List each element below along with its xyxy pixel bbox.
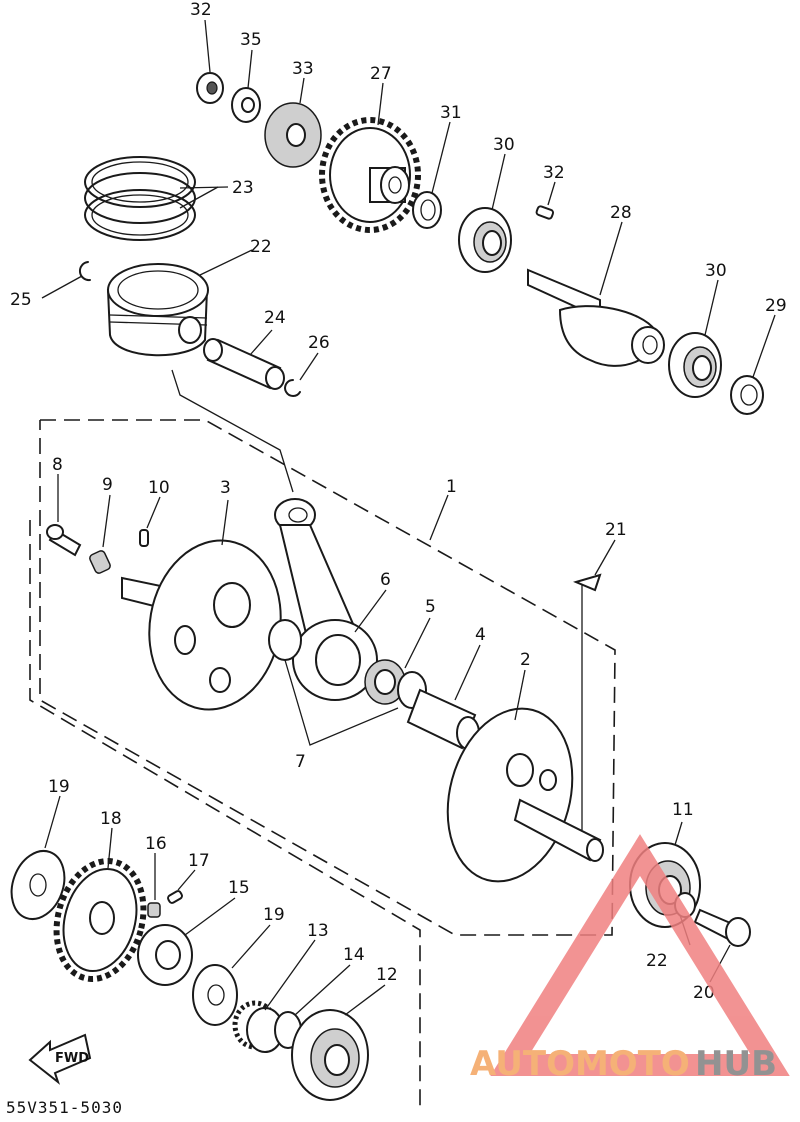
callout-25: 24 bbox=[264, 308, 286, 328]
callout-5: 5 bbox=[425, 597, 436, 617]
callout-26-left: 25 bbox=[10, 290, 32, 310]
piston-part bbox=[106, 263, 209, 357]
crank-web-right-part bbox=[446, 707, 604, 883]
callout-numbers: 32 35 33 27 31 30 32 28 30 29 23 22 25 2… bbox=[10, 0, 787, 1003]
part-code-label: 55V351-5030 bbox=[6, 1098, 123, 1117]
callout-12: 12 bbox=[376, 965, 398, 985]
piston-rings-part bbox=[84, 156, 196, 241]
callout-20: 20 bbox=[693, 983, 715, 1003]
callout-1: 1 bbox=[446, 477, 457, 497]
fwd-direction-arrow: FWD bbox=[28, 1033, 92, 1085]
damper-pin-part bbox=[167, 890, 183, 904]
callout-22: 21 bbox=[605, 520, 627, 540]
lock-washer-part bbox=[231, 87, 261, 123]
callout-9: 9 bbox=[102, 475, 113, 495]
needle-bearing-part bbox=[364, 659, 406, 705]
callout-30-upper: 30 bbox=[493, 135, 515, 155]
crank-pin-part bbox=[406, 688, 480, 750]
woodruff-key-part bbox=[535, 205, 555, 220]
callout-leaders bbox=[41, 19, 776, 1016]
callout-27: 27 bbox=[370, 64, 392, 84]
primary-gear-part bbox=[53, 858, 147, 982]
piston-clip-left bbox=[79, 261, 91, 282]
callout-14: 14 bbox=[343, 945, 365, 965]
connecting-rod-part bbox=[274, 498, 378, 701]
callout-30-lower: 30 bbox=[705, 261, 727, 281]
callout-31: 31 bbox=[440, 103, 462, 123]
callout-29: 29 bbox=[765, 296, 787, 316]
bearing-lower-part bbox=[668, 332, 722, 398]
callout-33: 33 bbox=[292, 59, 314, 79]
callout-4: 4 bbox=[475, 625, 486, 645]
fwd-label: FWD bbox=[55, 1051, 89, 1066]
lock-plate-right-part bbox=[192, 964, 238, 1026]
callout-3: 3 bbox=[220, 478, 231, 498]
callout-7: 7 bbox=[295, 752, 306, 772]
piston-to-rod-line bbox=[171, 369, 294, 493]
callout-35: 35 bbox=[240, 30, 262, 50]
shim-washer-part bbox=[412, 191, 442, 229]
piston-clip-right bbox=[284, 379, 301, 397]
callout-19-left: 19 bbox=[48, 777, 70, 797]
callout-26-right: 26 bbox=[308, 333, 330, 353]
crank-key-part bbox=[573, 573, 602, 592]
callout-13: 13 bbox=[307, 921, 329, 941]
main-bearing-left-part bbox=[291, 1009, 369, 1101]
callout-32: 32 bbox=[543, 163, 565, 183]
watermark-text-right: HUB bbox=[695, 1044, 777, 1084]
drive-hub-part bbox=[137, 924, 193, 986]
piston-pin-part bbox=[203, 338, 285, 390]
callout-17: 17 bbox=[188, 851, 210, 871]
assembly-boundary bbox=[39, 419, 616, 936]
callout-21: 22 bbox=[646, 951, 668, 971]
plate-washer-part bbox=[264, 102, 322, 168]
bearing-bolt-part bbox=[693, 908, 751, 947]
dowel-pin-part bbox=[139, 529, 149, 547]
callout-2: 2 bbox=[520, 650, 531, 670]
nut-part bbox=[196, 72, 224, 104]
watermark-triangle bbox=[490, 834, 790, 1076]
damper-spring-part bbox=[147, 902, 161, 918]
callout-19-right: 19 bbox=[263, 905, 285, 925]
callout-16: 16 bbox=[145, 834, 167, 854]
crank-web-left-part bbox=[121, 539, 282, 711]
callout-8: 8 bbox=[52, 455, 63, 475]
drive-gear-part bbox=[319, 117, 421, 233]
end-washer-part bbox=[730, 375, 764, 415]
thrust-washer-left bbox=[268, 619, 302, 661]
callout-28: 28 bbox=[610, 203, 632, 223]
lock-plate-left-part bbox=[10, 850, 66, 920]
callout-15: 15 bbox=[228, 878, 250, 898]
watermark-text-left: AUTOMOTO bbox=[470, 1044, 690, 1084]
balancer-shaft-part bbox=[527, 268, 665, 367]
callout-11: 11 bbox=[672, 800, 694, 820]
callout-24: 23 bbox=[232, 178, 254, 198]
callout-18: 18 bbox=[100, 809, 122, 829]
callout-34: 32 bbox=[190, 0, 212, 20]
callout-6: 6 bbox=[380, 570, 391, 590]
callout-23: 22 bbox=[250, 237, 272, 257]
callout-10: 10 bbox=[148, 478, 170, 498]
lower-assembly-boundary bbox=[29, 520, 421, 1110]
spring-part bbox=[89, 550, 111, 574]
crank-pin-8-part bbox=[46, 524, 82, 557]
bearing-upper-part bbox=[458, 207, 512, 273]
watermark-logo: AUTOMOTO HUB bbox=[470, 834, 790, 1084]
